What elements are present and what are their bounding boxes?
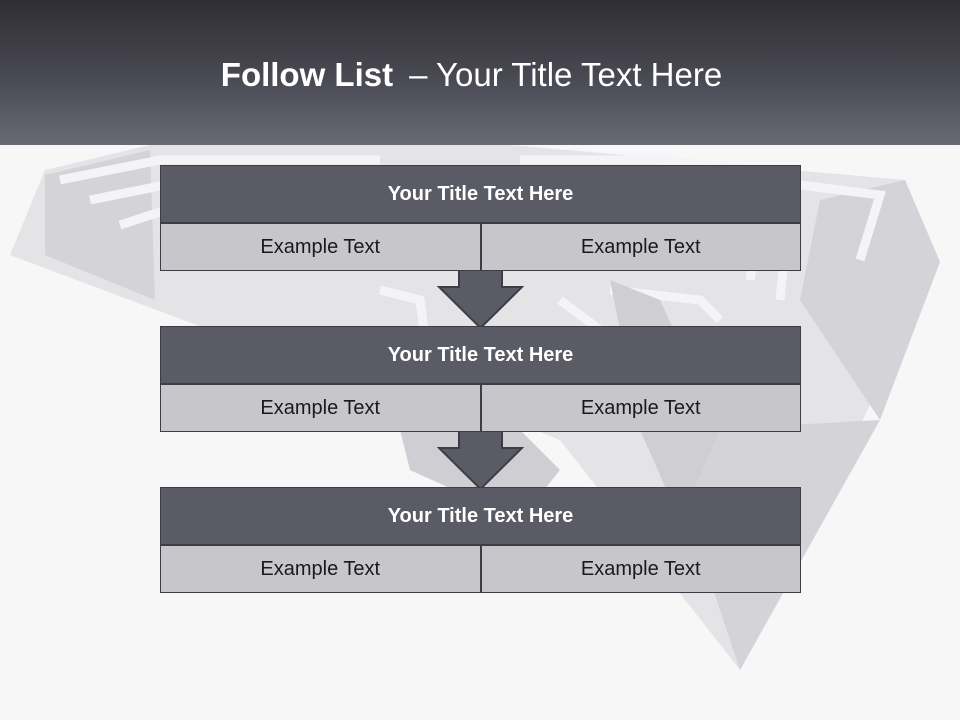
step-row: Example Text Example Text xyxy=(161,224,800,270)
step-title: Your Title Text Here xyxy=(161,488,800,546)
title-separator: – xyxy=(409,56,428,93)
step-box-2: Your Title Text Here Example Text Exampl… xyxy=(160,326,801,432)
title-bold: Follow List xyxy=(220,56,394,93)
step-left-text: Example Text xyxy=(260,397,381,419)
header-banner xyxy=(0,0,960,145)
step-right-text: Example Text xyxy=(479,385,801,431)
title-rest: Your Title Text Here xyxy=(436,56,723,93)
step-left-text: Example Text xyxy=(260,558,381,580)
step-right-text: Example Text xyxy=(479,546,801,592)
page-title: Follow List– Your Title Text Here xyxy=(0,52,943,98)
step-left-text: Example Text xyxy=(260,236,381,258)
down-arrow-icon xyxy=(437,270,524,330)
step-row: Example Text Example Text xyxy=(161,385,800,431)
down-arrow-icon xyxy=(437,431,524,491)
step-right-text: Example Text xyxy=(479,224,801,270)
step-box-3: Your Title Text Here Example Text Exampl… xyxy=(160,487,801,593)
step-box-1: Your Title Text Here Example Text Exampl… xyxy=(160,165,801,271)
step-row: Example Text Example Text xyxy=(161,546,800,592)
step-title: Your Title Text Here xyxy=(161,327,800,385)
step-title: Your Title Text Here xyxy=(161,166,800,224)
